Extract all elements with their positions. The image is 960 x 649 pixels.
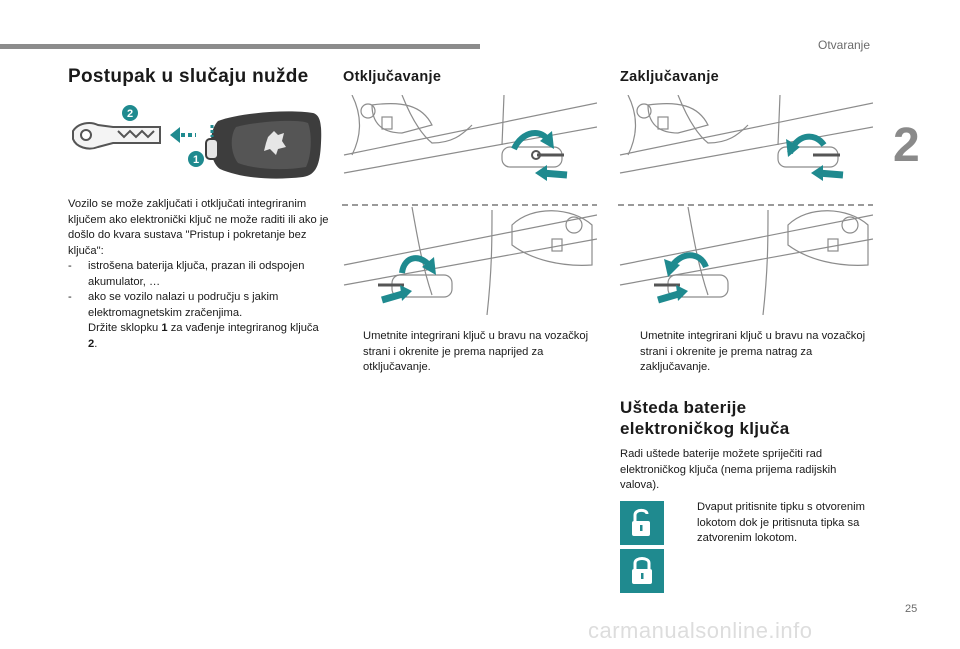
step-text: Umetnite integrirani ključ u bravu na vo… (363, 330, 589, 373)
battery-title-line1: Ušteda baterije (620, 398, 747, 417)
chapter-number: 2 (893, 119, 920, 172)
step-text: Dvaput pritisnite tipku s otvorenim loko… (697, 501, 865, 544)
locking-title: Zaključavanje (620, 69, 720, 85)
list-item: - ako se vozilo nalazi u području s jaki… (68, 290, 330, 321)
key-illustration: 2 1 (72, 105, 322, 179)
bullet-text: ako se vozilo nalazi u području s jakim … (88, 291, 279, 319)
list-item: Držite sklopku 1 za vađenje integriranog… (68, 321, 330, 352)
section-name: Otvaranje (818, 38, 871, 52)
unlocking-title: Otključavanje (343, 69, 442, 85)
bullet-text: istrošena baterija ključa, prazan ili od… (88, 260, 305, 288)
dash-marker: - (68, 260, 72, 272)
emergency-title: Postupak u slučaju nužde (68, 66, 309, 87)
list-item: Umetnite integrirani ključ u bravu na vo… (343, 329, 601, 376)
locking-illustration (618, 95, 873, 315)
list-item: Umetnite integrirani ključ u bravu na vo… (620, 329, 878, 376)
emergency-body: Vozilo se može zaključati i otključati i… (68, 197, 330, 352)
battery-title-line2: elektroničkog ključa (620, 419, 790, 438)
callout-2: 2 (127, 108, 133, 120)
list-item: Dvaput pritisnite tipku s otvorenim loko… (677, 500, 867, 547)
step-text: Umetnite integrirani ključ u bravu na vo… (640, 330, 866, 373)
battery-body: Dvaput pritisnite tipku s otvorenim loko… (677, 500, 867, 547)
locking-body: Umetnite integrirani ključ u bravu na vo… (620, 329, 878, 376)
header-bar (0, 44, 480, 49)
emergency-intro: Vozilo se može zaključati i otključati i… (68, 198, 329, 257)
watermark: carmanualsonline.info (588, 618, 813, 643)
key-in-lock (531, 150, 564, 160)
page-number: 25 (905, 603, 918, 615)
list-item: - istrošena baterija ključa, prazan ili … (68, 259, 330, 290)
callout-1: 1 (193, 154, 199, 166)
dash-marker: - (68, 291, 72, 303)
unlock-button-icon (620, 501, 664, 545)
unlocking-illustration (342, 95, 597, 315)
lock-button-icon (620, 549, 664, 593)
unlocking-body: Umetnite integrirani ključ u bravu na vo… (343, 329, 601, 376)
battery-title: Ušteda baterije elektroničkog ključa (620, 397, 789, 439)
battery-intro: Radi uštede baterije možete spriječiti r… (620, 448, 837, 491)
step-text: Držite sklopku 1 za vađenje integriranog… (88, 322, 319, 350)
